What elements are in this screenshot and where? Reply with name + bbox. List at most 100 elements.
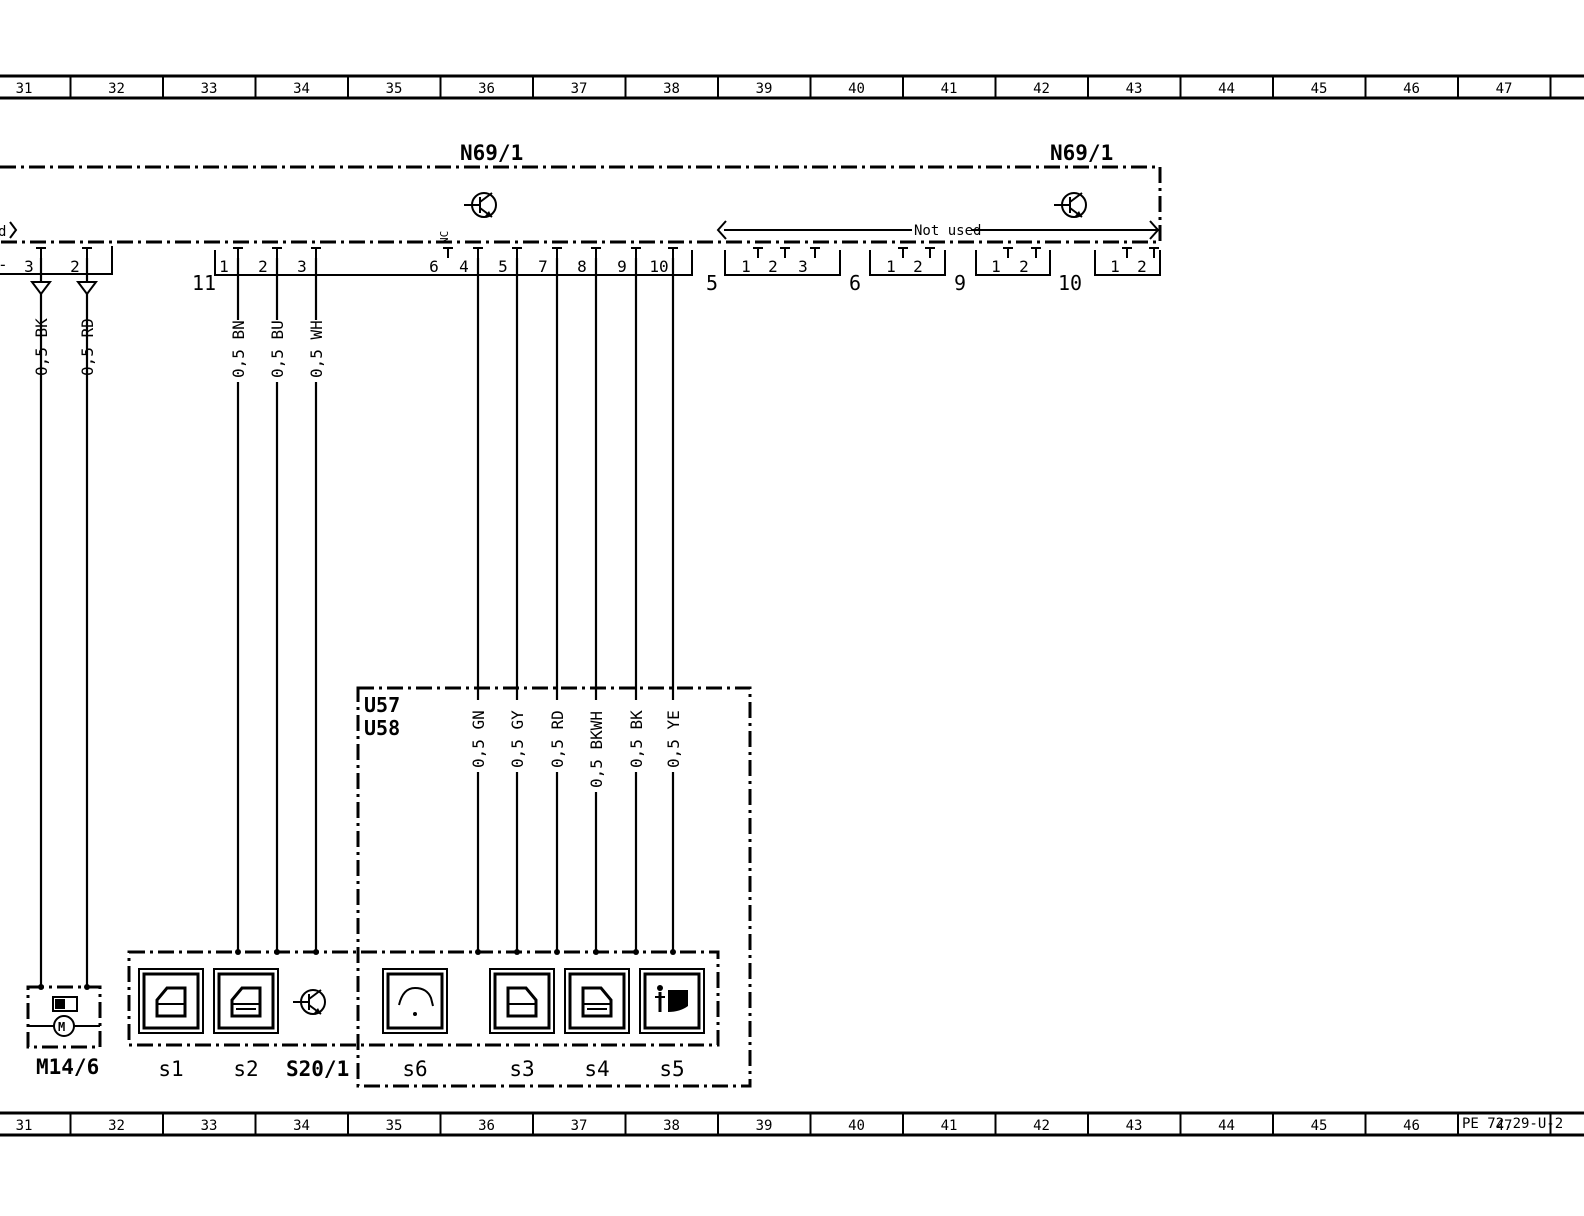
pin-number: 8 <box>577 257 587 276</box>
wire-label: 0,5 RD <box>548 710 567 768</box>
connector-name: 5 <box>706 271 718 295</box>
not-used-bracket: Not used <box>716 220 1160 240</box>
u57-label: U57 <box>364 693 400 717</box>
left-cut-text: d <box>0 224 6 240</box>
s20-1-label: S20/1 <box>286 1057 349 1081</box>
connector-name: 9 <box>954 271 966 295</box>
column-number: 42 <box>1033 81 1050 97</box>
transistor-icon <box>1054 192 1087 218</box>
motor-icon: M <box>28 1015 100 1037</box>
n69-1-label-right: N69/1 <box>1050 141 1113 165</box>
pin-number: 1 <box>219 257 229 276</box>
column-number: 46 <box>1403 81 1420 97</box>
page-reference: PE 72.29-U-2 <box>1462 1116 1563 1132</box>
pin-number: 3 <box>798 257 808 276</box>
wire-label: 0,5 BK <box>627 710 646 768</box>
column-number: 44 <box>1218 1118 1235 1134</box>
column-number: 41 <box>941 1118 958 1134</box>
connector-name: 10 <box>1058 271 1082 295</box>
pin-number: 1 <box>1110 257 1120 276</box>
column-number: 36 <box>478 1118 495 1134</box>
column-number: 38 <box>663 81 680 97</box>
m14-6-label: M14/6 <box>36 1055 99 1079</box>
left-cut-pin: - <box>0 255 8 274</box>
switch-label: s4 <box>584 1057 609 1081</box>
pin-number: 6 <box>429 257 439 276</box>
column-number: 46 <box>1403 1118 1420 1134</box>
column-number: 37 <box>571 81 588 97</box>
svg-text:M: M <box>58 1020 65 1034</box>
connector-name: 6 <box>849 271 861 295</box>
not-used-label: Not used <box>914 223 981 239</box>
column-number: 45 <box>1311 1118 1328 1134</box>
window-front-left-icon <box>138 968 204 1034</box>
pin-number: 2 <box>70 257 80 276</box>
column-number: 31 <box>16 1118 33 1134</box>
column-number: 47 <box>1496 81 1513 97</box>
pin-number: 5 <box>498 257 508 276</box>
connector-11-name: 11 <box>192 271 216 295</box>
window-front-right-icon <box>489 968 555 1034</box>
pin-number: 1 <box>886 257 896 276</box>
pin-number: 2 <box>768 257 778 276</box>
column-number: 45 <box>1311 81 1328 97</box>
child-lock-icon <box>639 968 705 1034</box>
column-number: 43 <box>1126 1118 1143 1134</box>
pin-number: 9 <box>617 257 627 276</box>
window-rear-left-icon <box>213 968 279 1034</box>
column-number: 34 <box>293 1118 310 1134</box>
transistor-icon <box>464 192 497 218</box>
column-number: 35 <box>386 1118 403 1134</box>
pin-number: 2 <box>258 257 268 276</box>
car-interior-light-icon <box>382 968 448 1034</box>
pin-number: 3 <box>24 257 34 276</box>
switch-label: s6 <box>402 1057 427 1081</box>
switch-label: s1 <box>158 1057 183 1081</box>
wire-label: 0,5 YE <box>664 710 683 768</box>
motor-m14-6: M M14/6 <box>26 985 102 1079</box>
column-number: 36 <box>478 81 495 97</box>
n69-1-control-unit: N69/1 N69/1 Not used d <box>0 141 1162 244</box>
pin-number: 1 <box>741 257 751 276</box>
pin-number: 2 <box>1019 257 1029 276</box>
u58-label: U58 <box>364 716 400 740</box>
column-number: 38 <box>663 1118 680 1134</box>
pin-number: 1 <box>991 257 1001 276</box>
wire-label: 0,5 BK <box>32 318 51 376</box>
column-number: 47 <box>1496 1118 1513 1134</box>
wire-label: 0,5 BU <box>268 320 287 378</box>
column-number: 35 <box>386 81 403 97</box>
pin-number: 10 <box>649 257 668 276</box>
pin-number: 3 <box>297 257 307 276</box>
wire-label: 0,5 GY <box>508 710 527 768</box>
pin-number: 2 <box>913 257 923 276</box>
nc-label: NC <box>438 231 451 244</box>
pin-number: 4 <box>459 257 469 276</box>
column-number: 32 <box>108 1118 125 1134</box>
window-rear-right-icon <box>564 968 630 1034</box>
column-number: 37 <box>571 1118 588 1134</box>
switch-label: s5 <box>659 1057 684 1081</box>
column-number: 42 <box>1033 1118 1050 1134</box>
column-number: 39 <box>756 81 773 97</box>
wire-label: 0,5 GN <box>469 710 488 768</box>
wire-label: 0,5 BKWH <box>587 711 606 788</box>
transistor-icon <box>293 989 326 1015</box>
column-number: 40 <box>848 1118 865 1134</box>
wire-label: 0,5 BN <box>229 320 248 378</box>
switch-label: s2 <box>233 1057 258 1081</box>
column-number: 33 <box>201 81 218 97</box>
column-number: 34 <box>293 81 310 97</box>
pin-number: 2 <box>1137 257 1147 276</box>
left-connector: - <box>0 246 113 275</box>
column-number: 39 <box>756 1118 773 1134</box>
column-number: 31 <box>16 81 33 97</box>
column-number: 44 <box>1218 81 1235 97</box>
